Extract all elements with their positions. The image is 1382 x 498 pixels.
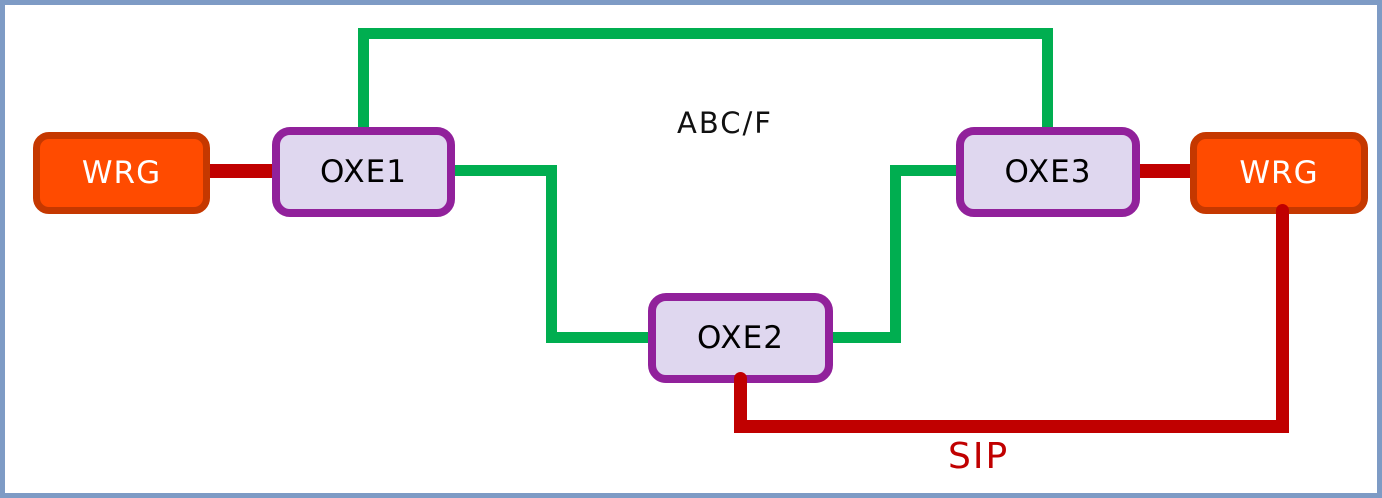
node-oxe3: OXE3 [956, 127, 1140, 217]
abcf-link-oxe1-right-stub [453, 165, 557, 176]
sip-link-wrgright-vertical [1276, 204, 1289, 433]
sip-link-wrgleft-oxe1 [203, 164, 279, 178]
node-oxe2-label: OXE2 [697, 320, 784, 356]
abcf-link-oxe1-oxe2-vertical [546, 165, 557, 343]
node-oxe1-label: OXE1 [320, 154, 407, 190]
node-oxe3-label: OXE3 [1004, 154, 1092, 190]
node-wrg-right: WRG [1190, 132, 1368, 214]
abcf-link-oxe3-left-stub [890, 165, 958, 176]
sip-link-label: SIP [948, 436, 1010, 477]
sip-link-oxe2-vertical [734, 372, 747, 433]
abcf-link-oxe2-oxe3-vertical [890, 165, 901, 343]
node-wrg-left-label: WRG [81, 155, 162, 191]
abcf-link-label: ABC/F [677, 106, 773, 140]
abcf-link-top-horizontal [358, 28, 1053, 39]
node-oxe1: OXE1 [272, 127, 455, 217]
node-oxe2: OXE2 [648, 293, 833, 383]
abcf-link-oxe1-oxe2-horizontal [546, 332, 650, 343]
node-wrg-right-label: WRG [1239, 155, 1319, 191]
abcf-link-oxe2-oxe3-horizontal [831, 332, 901, 343]
abcf-link-oxe1-top-vertical [358, 28, 369, 129]
sip-link-oxe3-wrgright [1131, 164, 1199, 178]
sip-link-bottom-horizontal [734, 420, 1289, 433]
node-wrg-left: WRG [33, 132, 210, 214]
abcf-link-oxe3-top-vertical [1042, 28, 1053, 129]
